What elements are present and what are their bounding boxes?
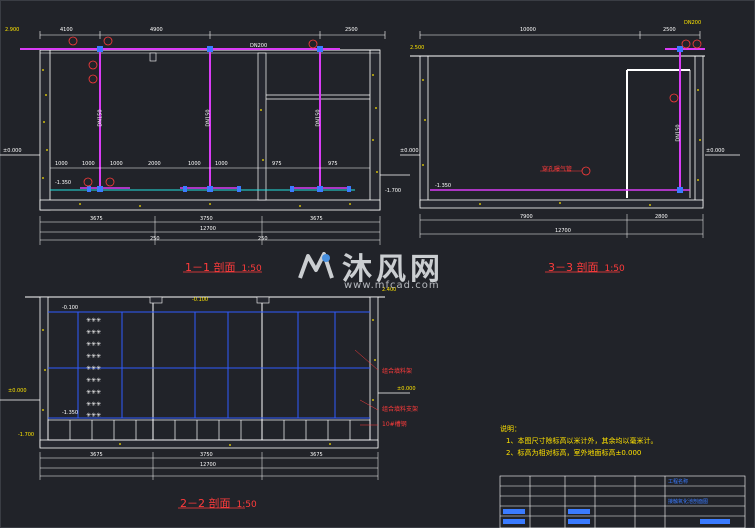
section-1-1 (0, 31, 410, 245)
pipe-riser-label-3: DN150 (315, 109, 322, 127)
section-title-3-3: 3－3 剖面 1:50 (548, 259, 625, 275)
pipe-riser-label-2: DN150 (205, 109, 212, 127)
title-block-cell (700, 519, 730, 524)
dim-top-33-b: 2500 (663, 27, 676, 33)
section-2-2: ✳✳✳ ✳✳✳ ✳✳✳ ✳✳✳ ✳✳✳ ✳✳✳ ✳✳✳ ✳✳✳ ✳✳✳ (0, 296, 410, 480)
section-title-2-2-text: 2－2 剖面 (180, 497, 231, 510)
svg-text:✳✳✳: ✳✳✳ (86, 365, 101, 372)
watermark-url: www.mfcad.com (344, 280, 440, 291)
dim-mid-11-f: 1000 (215, 161, 228, 167)
elev-e11-top: 2.900 (5, 27, 20, 33)
annotation-fill-support: 组合填料支架 (382, 406, 419, 413)
section-title-3-3-text: 3－3 剖面 (548, 261, 599, 274)
svg-text:✳✳✳: ✳✳✳ (86, 377, 101, 384)
watermark: 沐风网 www.mfcad.com (296, 244, 444, 291)
dim-bottom-22-a: 3675 (90, 452, 103, 458)
dim-bottom-22-b: 3750 (200, 452, 213, 458)
annotation-air-pipe: 穿孔曝气管 (542, 166, 573, 173)
dim-bottom-22-c: 3675 (310, 452, 323, 458)
dim-mid-11-d: 2000 (148, 161, 161, 167)
elev-e11-water: -1.350 (55, 180, 72, 186)
section-scale-1-1: 1:50 (241, 264, 262, 274)
elev-e22-ground-right: ±0.000 (397, 386, 416, 392)
dim-total-11: 12700 (200, 226, 216, 232)
notes-heading: 说明： (500, 425, 521, 433)
notes-line-2: 2、标高为相对标高，室外地面标高±0.000 (506, 449, 642, 457)
dim-top-11-c: 2500 (345, 27, 358, 33)
watermark-logo-icon (298, 252, 334, 279)
svg-text:✳✳✳: ✳✳✳ (86, 389, 101, 396)
pipe-main-label: DN200 (250, 43, 268, 49)
dim-bottom-33-a: 7900 (520, 214, 533, 220)
dim-bottom-33-b: 2800 (655, 214, 668, 220)
dim-bottom-11-a: 3675 (90, 216, 103, 222)
svg-text:✳✳✳: ✳✳✳ (86, 401, 101, 408)
title-block-drawing: 接触氧化池剖面图 (668, 499, 709, 505)
dim-wall-11-a: 250 (150, 236, 160, 242)
elev-e22-ground: ±0.000 (8, 388, 27, 394)
dim-wall-11-b: 250 (258, 236, 268, 242)
dim-top-11-a: 4100 (60, 27, 73, 33)
elev-e22-top: 2.400 (382, 287, 397, 293)
elev-e33-ground-left: ±0.000 (400, 148, 419, 154)
elev-e22-water: -1.350 (62, 410, 79, 416)
dim-top-11-b: 4900 (150, 27, 163, 33)
elev-e33-water: -1.350 (435, 183, 452, 189)
section-title-2-2: 2－2 剖面 1:50 (180, 495, 257, 511)
dim-mid-11-b: 1000 (82, 161, 95, 167)
pipe-riser-label-1: DN150 (97, 109, 104, 127)
dim-total-22: 12700 (200, 462, 216, 468)
section-scale-2-2: 1:50 (236, 500, 257, 510)
elev-e22-mid-left: -0.100 (62, 305, 79, 311)
elev-e22-bottom: -1.700 (18, 432, 35, 438)
dim-bottom-11-c: 3675 (310, 216, 323, 222)
section-scale-3-3: 1:50 (604, 264, 625, 274)
title-block-cell (568, 519, 590, 524)
section-3-3 (400, 31, 740, 238)
dim-mid-11-c: 1000 (110, 161, 123, 167)
svg-text:✳✳✳: ✳✳✳ (86, 317, 101, 324)
notes-line-1: 1、本图尺寸除标高以米计外，其余均以毫米计。 (506, 437, 658, 445)
annotation-fill-frame: 组合填料架 (382, 368, 413, 375)
pipe-main-label-33: DN200 (684, 20, 702, 26)
title-block (499, 475, 746, 528)
dim-top-33-a: 10000 (520, 27, 536, 33)
dim-bottom-11-b: 3750 (200, 216, 213, 222)
title-block-project: 工程名称 (668, 479, 689, 485)
notes-block: 说明： 1、本图尺寸除标高以米计外，其余均以毫米计。 2、标高为相对标高，室外地… (500, 423, 657, 459)
svg-text:✳✳✳: ✳✳✳ (86, 329, 101, 336)
title-block-cell (568, 509, 590, 514)
annotation-channel-steel: 10#槽钢 (382, 421, 407, 428)
svg-text:✳✳✳: ✳✳✳ (86, 341, 101, 348)
elev-e11-bottom: -1.700 (385, 188, 402, 194)
watermark-brand: 沐风网 (342, 252, 444, 287)
elev-e22-mid: -0.100 (192, 297, 209, 303)
dim-mid-11-e: 1000 (188, 161, 201, 167)
elev-e33-ground: ±0.000 (706, 148, 725, 154)
dim-total-33: 12700 (555, 228, 571, 234)
svg-text:✳✳✳: ✳✳✳ (86, 353, 101, 360)
section-title-1-1-text: 1－1 剖面 (185, 261, 236, 274)
section-title-1-1: 1－1 剖面 1:50 (185, 259, 262, 275)
elev-e11-ground: ±0.000 (3, 148, 22, 154)
dim-mid-11-a: 1000 (55, 161, 68, 167)
pipe-riser-label-33: DN150 (675, 124, 682, 142)
elev-e33-top: 2.500 (410, 45, 425, 51)
dim-mid-11-h: 975 (328, 161, 338, 167)
dim-mid-11-g: 975 (272, 161, 282, 167)
title-block-cell (503, 509, 525, 514)
title-block-cell (503, 519, 525, 524)
svg-text:✳✳✳: ✳✳✳ (86, 412, 101, 419)
